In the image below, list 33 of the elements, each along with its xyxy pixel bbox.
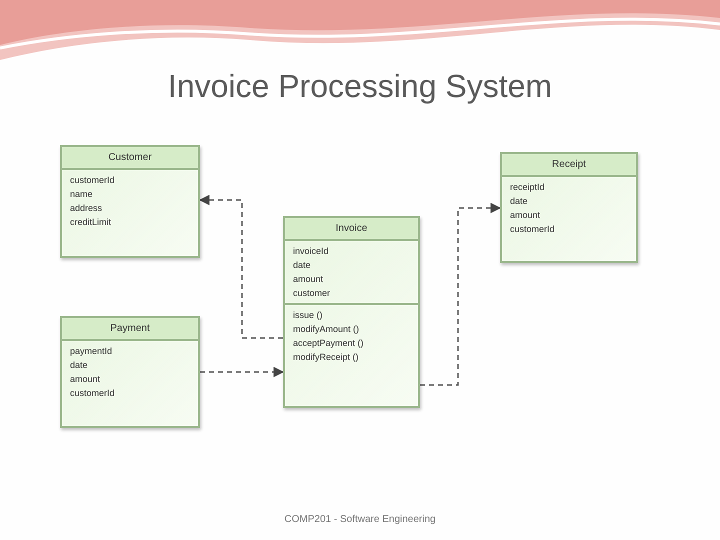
attribute-text: amount [293,274,324,284]
method-text: modifyReceipt () [293,352,359,362]
footer-text: COMP201 - Software Engineering [284,514,436,525]
dependency-arrow [420,202,502,386]
attribute-text: customerId [70,175,115,185]
class-box [60,145,200,258]
attribute-text: amount [510,210,540,220]
class-box [60,316,200,428]
class-name: Payment [62,318,198,341]
attribute-text: customerId [510,224,555,234]
dependency-arrow [200,366,284,378]
attribute-text: customer [293,288,330,298]
attribute-text: name [70,189,93,199]
slide-title: Invoice Processing System [168,68,552,105]
attribute-text: invoiceId [293,246,329,256]
class-name: Customer [62,147,198,170]
attribute-text: receiptId [510,182,545,192]
attribute-text: address [70,203,102,213]
attribute-text: customerId [70,388,115,398]
method-text: modifyAmount () [293,324,360,334]
attribute-text: date [70,360,88,370]
attribute-text: date [510,196,528,206]
dependency-arrow [198,194,283,339]
class-name: Invoice [285,218,418,241]
class-name: Receipt [502,154,636,177]
method-text: issue () [293,310,323,320]
class-box [283,216,420,408]
attribute-text: date [293,260,311,270]
class-box [500,152,638,263]
attribute-text: amount [70,374,100,384]
attribute-text: creditLimit [70,217,112,227]
attribute-text: paymentId [70,346,112,356]
method-text: acceptPayment () [293,338,364,348]
